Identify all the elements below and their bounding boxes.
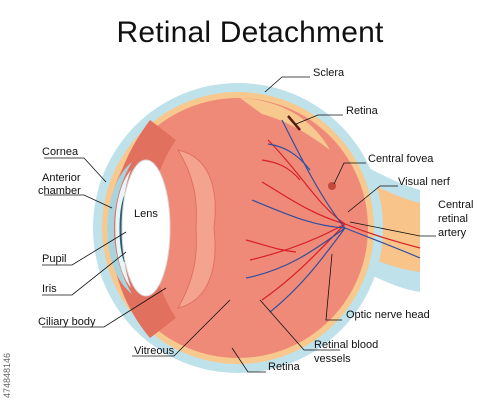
label-retinal-vessels-2: vessels [314,353,351,365]
detachment-fold [287,115,301,131]
label-central-fovea: Central fovea [368,153,434,165]
retinal-arteries [245,139,421,301]
label-central-retinal-3: artery [438,227,467,239]
label-retinal-vessels-1: Retinal blood [314,339,378,351]
label-pupil: Pupil [42,253,66,265]
label-cornea: Cornea [42,146,79,158]
diagram-title: Retinal Detachment [116,16,384,49]
label-retina-top: Retina [346,105,379,117]
label-optic-nerve-head: Optic nerve head [346,309,430,321]
label-anterior-chamber-2: chamber [38,185,81,197]
stock-id-watermark: 474848146 [2,290,14,400]
label-anterior-chamber-1: Anterior [42,172,81,184]
lens [121,159,171,297]
label-iris: Iris [42,283,57,295]
label-lens: Lens [134,208,158,220]
label-ciliary-body: Ciliary body [38,316,96,328]
cornea [107,162,132,294]
label-central-retinal-1: Central [438,199,473,211]
stock-id-text: 474848146 [2,352,12,398]
label-sclera: Sclera [313,67,345,79]
label-retina-bottom: Retina [268,361,301,373]
anterior-chamber [115,170,131,288]
leader-lines [42,76,436,373]
retina-detachment [240,98,330,150]
vitreous-body [108,98,368,358]
ciliary-muscle [176,149,216,309]
label-vitreous: Vitreous [134,345,175,357]
label-central-retinal-2: retinal [438,213,468,225]
retinal-veins [245,119,421,313]
label-visual-nerf: Visual nerf [398,176,451,188]
